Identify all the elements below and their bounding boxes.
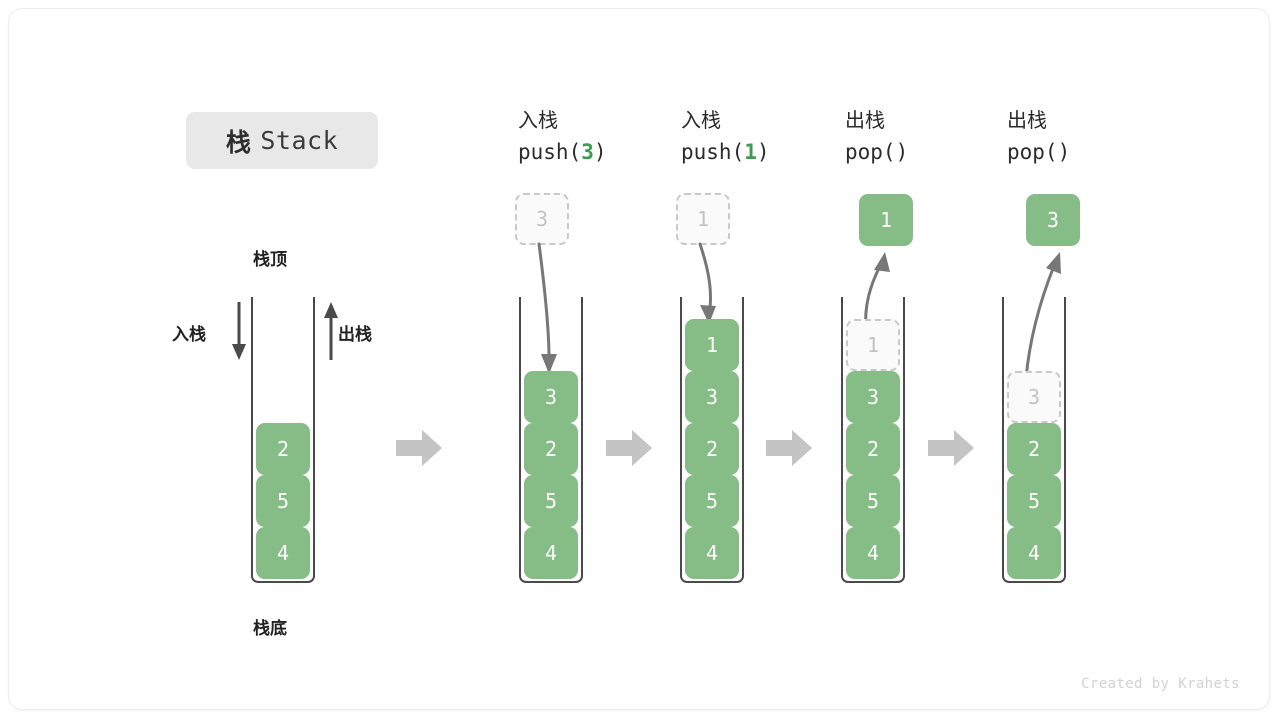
popped-box: 3 <box>1026 194 1080 246</box>
stack-cell: 4 <box>1007 527 1061 579</box>
pop-side-label: 出栈 <box>338 325 372 344</box>
footer-credit: Created by Krahets <box>1081 676 1240 692</box>
stack-cell: 5 <box>524 475 578 527</box>
code-prefix: pop( <box>1007 140 1058 164</box>
code-arg: 3 <box>581 140 594 164</box>
stack-container-push-3: 4 5 2 3 <box>519 297 583 583</box>
step-header-push-3: 入栈 push(3) <box>518 106 607 168</box>
step-header-code: pop() <box>1007 136 1070 168</box>
step-header-cn: 出栈 <box>1007 110 1047 132</box>
stack-cell: 1 <box>685 319 739 371</box>
stack-bottom-label: 栈底 <box>253 619 287 638</box>
stack-container-push-1: 4 5 2 3 1 <box>680 297 744 583</box>
stack-cell: 2 <box>846 423 900 475</box>
code-suffix: ) <box>1057 140 1071 164</box>
stack-cell-removed: 1 <box>846 319 900 371</box>
stack-cells: 4 5 2 3 1 <box>685 319 739 579</box>
step-header-code: push(1) <box>681 136 770 168</box>
stack-container-initial: 4 5 2 <box>251 297 315 583</box>
code-suffix: ) <box>895 140 909 164</box>
stack-walls <box>251 297 315 583</box>
stack-top-label: 栈顶 <box>253 250 287 269</box>
code-arg: 1 <box>744 140 757 164</box>
code-prefix: pop( <box>845 140 896 164</box>
stack-cells: 4 5 2 3 <box>1007 371 1061 579</box>
stack-cell: 2 <box>685 423 739 475</box>
title-badge: 栈 Stack <box>186 112 378 169</box>
step-header-code: pop() <box>845 136 908 168</box>
stack-cell: 5 <box>1007 475 1061 527</box>
popped-box: 1 <box>859 194 913 246</box>
step-header-pop-3: 出栈 pop() <box>1007 106 1070 168</box>
stack-cell: 2 <box>524 423 578 475</box>
step-header-cn: 入栈 <box>681 110 721 132</box>
stack-cells: 4 5 2 <box>256 423 310 579</box>
stack-walls <box>519 297 583 583</box>
stack-cell: 2 <box>256 423 310 475</box>
stack-cell: 3 <box>846 371 900 423</box>
code-prefix: push( <box>518 140 582 164</box>
step-header-push-1: 入栈 push(1) <box>681 106 770 168</box>
stack-cell: 4 <box>524 527 578 579</box>
stack-cell: 5 <box>256 475 310 527</box>
stack-cell-removed: 3 <box>1007 371 1061 423</box>
code-suffix: ) <box>756 140 770 164</box>
stack-cell: 4 <box>846 527 900 579</box>
stack-container-pop-1: 4 5 2 3 1 <box>841 297 905 583</box>
step-header-pop-1: 出栈 pop() <box>845 106 908 168</box>
stack-cell: 5 <box>846 475 900 527</box>
stack-cell: 2 <box>1007 423 1061 475</box>
push-side-label: 入栈 <box>172 325 206 344</box>
stack-cell: 4 <box>256 527 310 579</box>
push-down-arrow-icon <box>232 302 246 360</box>
pending-push-box: 1 <box>676 193 730 245</box>
step-arrow-icon <box>766 430 812 466</box>
stack-cells: 4 5 2 3 1 <box>846 319 900 579</box>
step-header-cn: 出栈 <box>845 110 885 132</box>
code-suffix: ) <box>593 140 607 164</box>
stack-walls <box>1002 297 1066 583</box>
stack-walls <box>680 297 744 583</box>
stack-cells: 4 5 2 3 <box>524 371 578 579</box>
step-header-code: push(3) <box>518 136 607 168</box>
stack-cell: 4 <box>685 527 739 579</box>
stack-cell: 3 <box>685 371 739 423</box>
stack-container-pop-3: 4 5 2 3 <box>1002 297 1066 583</box>
stack-cell: 5 <box>685 475 739 527</box>
step-arrow-icon <box>606 430 652 466</box>
pop-up-arrow-icon <box>324 302 338 360</box>
step-arrow-icon <box>928 430 974 466</box>
stack-walls <box>841 297 905 583</box>
code-prefix: push( <box>681 140 745 164</box>
title-cn: 栈 <box>225 128 252 157</box>
pending-push-box: 3 <box>515 193 569 245</box>
title-en: Stack <box>260 126 339 155</box>
step-arrow-icon <box>396 430 442 466</box>
stack-cell: 3 <box>524 371 578 423</box>
step-header-cn: 入栈 <box>518 110 558 132</box>
